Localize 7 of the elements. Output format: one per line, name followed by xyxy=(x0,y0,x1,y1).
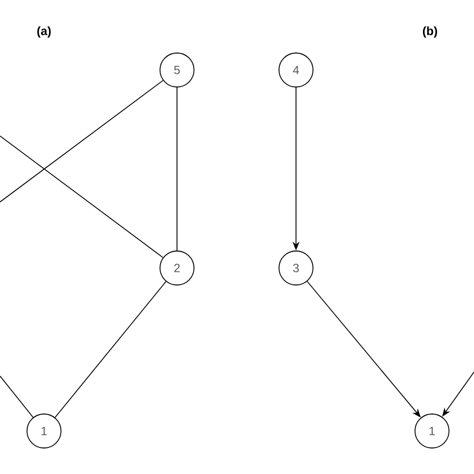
connector-line xyxy=(176,87,178,251)
connector-line xyxy=(0,80,164,202)
connector-line xyxy=(54,281,166,418)
connector-line xyxy=(0,376,34,418)
connector-line xyxy=(0,136,164,258)
panel-label: (a) xyxy=(37,26,51,38)
panel-label: (b) xyxy=(422,26,438,38)
